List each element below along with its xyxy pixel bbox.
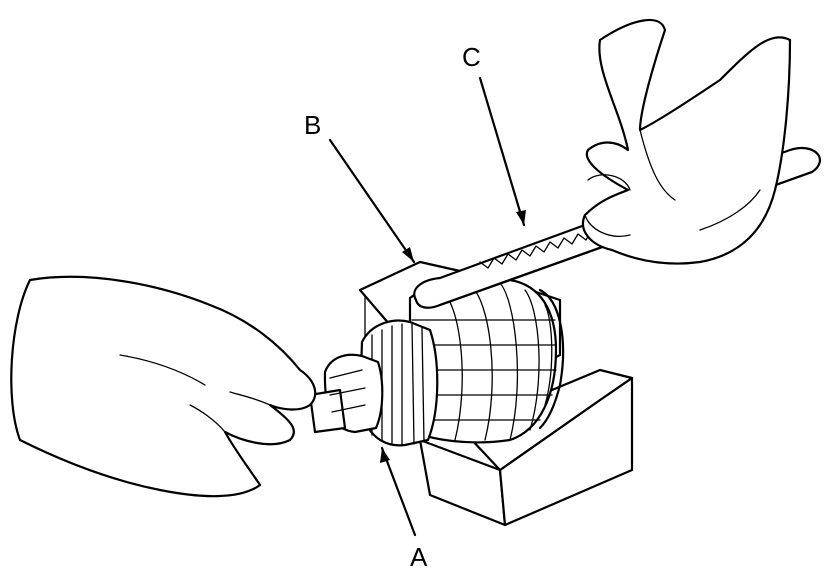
callout-leaders	[328, 76, 526, 537]
callout-label-b: B	[304, 110, 321, 140]
right-hand	[582, 18, 792, 265]
callout-label-c: C	[462, 42, 481, 72]
left-hand	[10, 275, 317, 498]
armature-shaft	[308, 353, 384, 434]
callout-label-a: A	[410, 542, 428, 572]
